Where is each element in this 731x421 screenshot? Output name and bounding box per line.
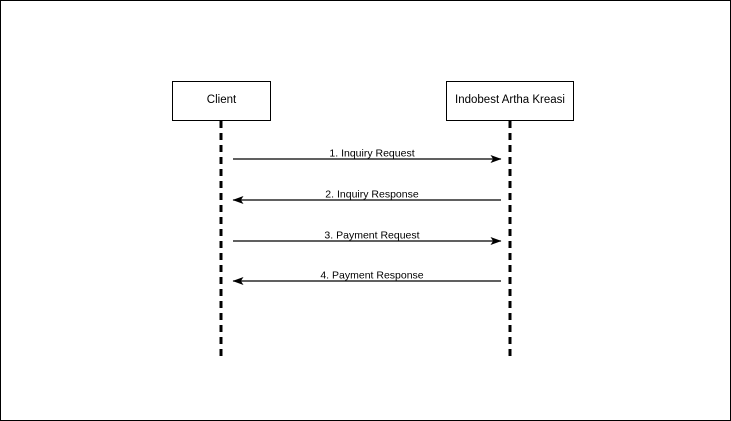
message-label-3: 3. Payment Request — [324, 229, 420, 242]
participant-label-indobest: Indobest Artha Kreasi — [455, 94, 565, 107]
participant-box-client[interactable]: Client — [172, 81, 271, 121]
message-arrows-group — [232, 155, 502, 285]
participant-box-indobest[interactable]: Indobest Artha Kreasi — [446, 81, 574, 121]
message-label-4: 4. Payment Response — [320, 269, 424, 282]
message-label-1: 1. Inquiry Request — [329, 147, 415, 160]
participant-label-client: Client — [206, 94, 237, 107]
message-label-2: 2. Inquiry Response — [325, 188, 419, 201]
lifelines-group — [219, 121, 512, 357]
